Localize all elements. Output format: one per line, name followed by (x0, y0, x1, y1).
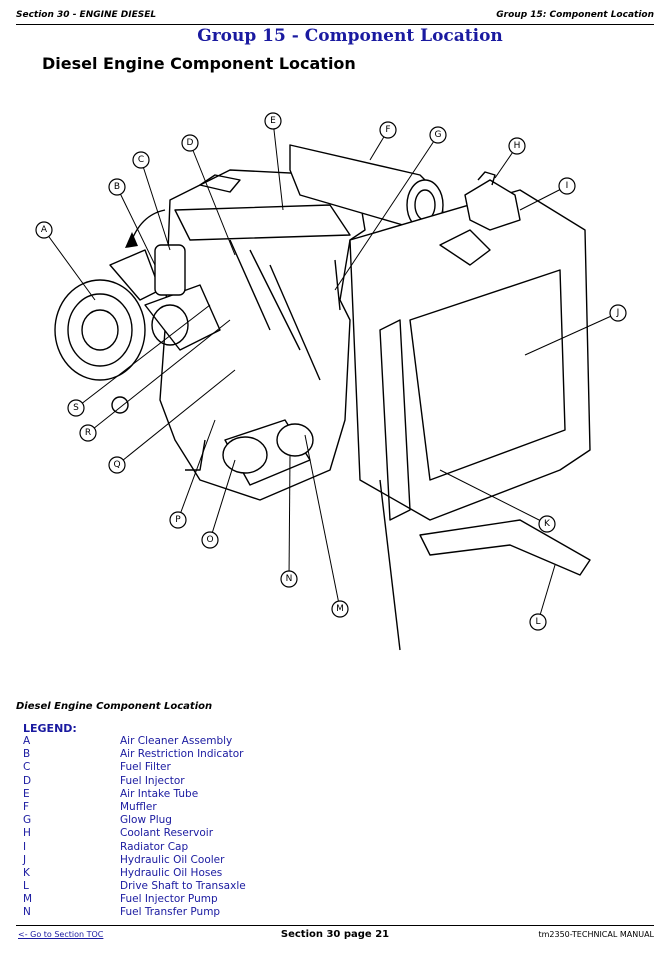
page-header: Section 30 - ENGINE DIESEL Group 15: Com… (16, 8, 654, 25)
callout-b-label: B (114, 182, 120, 192)
legend-item: H Coolant Reservoir (23, 827, 323, 840)
callout-o-label: O (206, 535, 213, 545)
legend-key: C (23, 761, 31, 774)
legend-label: Fuel Injector (120, 774, 185, 787)
callout-d: D (181, 134, 199, 152)
callout-c-label: C (138, 155, 144, 165)
callout-a: A (35, 221, 53, 239)
callout-d-label: D (187, 138, 194, 148)
callout-r: R (79, 424, 97, 442)
callout-n: N (280, 570, 298, 588)
legend-key: B (23, 748, 31, 761)
legend-item: A Air Cleaner Assembly (23, 735, 323, 748)
legend-label: Air Restriction Indicator (120, 748, 244, 761)
callout-l-label: L (535, 617, 540, 627)
legend-key: H (23, 827, 31, 840)
legend-label: Drive Shaft to Transaxle (120, 880, 246, 893)
callout-m: M (331, 600, 349, 618)
legend-label: Muffler (120, 800, 157, 813)
page-title: Diesel Engine Component Location (42, 54, 356, 73)
callout-h-label: H (514, 141, 521, 151)
callout-s-label: S (73, 403, 79, 413)
legend-key: E (23, 787, 30, 800)
legend-label: Air Intake Tube (120, 787, 199, 800)
header-group: Group 15: Component Location (496, 10, 654, 20)
legend-item: D Fuel Injector (23, 775, 323, 788)
legend-item: J Hydraulic Oil Cooler (23, 854, 323, 867)
legend-item: E Air Intake Tube (23, 788, 323, 801)
legend-key: A (23, 735, 31, 747)
legend-label: Hydraulic Oil Hoses (120, 866, 223, 879)
legend-label: Coolant Reservoir (120, 827, 214, 840)
callout-p-label: P (175, 515, 181, 525)
legend-key: J (23, 853, 27, 866)
legend-item: G Glow Plug (23, 814, 323, 827)
legend-title: LEGEND: (23, 722, 77, 735)
legend-item: K Hydraulic Oil Hoses (23, 867, 323, 880)
legend-key: D (23, 774, 32, 787)
legend-key: K (23, 866, 30, 879)
header-section: Section 30 - ENGINE DIESEL (16, 10, 157, 20)
legend-key: N (23, 906, 31, 919)
callout-g-label: G (435, 130, 442, 140)
callout-h: H (508, 137, 526, 155)
callout-e: E (264, 112, 282, 130)
callout-f: F (379, 121, 397, 139)
legend-item: L Drive Shaft to Transaxle (23, 880, 323, 893)
legend-item: B Air Restriction Indicator (23, 748, 323, 761)
group-title: Group 15 - Component Location (197, 26, 503, 46)
legend-label: Hydraulic Oil Cooler (120, 853, 225, 866)
callout-r-label: R (85, 428, 91, 438)
callout-e-label: E (270, 116, 276, 126)
legend-label: Fuel Filter (120, 761, 171, 774)
legend-item: M Fuel Injector Pump (23, 893, 323, 906)
callout-i: I (558, 177, 576, 195)
legend-label: Glow Plug (120, 814, 172, 827)
legend-label: Air Cleaner Assembly (120, 735, 233, 747)
callout-c: C (132, 151, 150, 169)
callout-f-label: F (385, 125, 390, 135)
legend-item: F Muffler (23, 801, 323, 814)
legend-item: N Fuel Transfer Pump (23, 906, 323, 919)
page-number: Section 30 page 21 (280, 929, 390, 940)
manual-name: tm2350-TECHNICAL MANUAL (538, 930, 654, 939)
legend-item: I Radiator Cap (23, 841, 323, 854)
legend-key: I (23, 840, 27, 853)
callout-i-label: I (566, 181, 569, 191)
callout-k-label: K (544, 519, 551, 529)
callout-j-label: J (616, 308, 620, 318)
callout-g: G (429, 126, 447, 144)
callout-q: Q (108, 456, 126, 474)
legend-item: C Fuel Filter (23, 761, 323, 774)
engine-illustration: A B C D E F G H I J K L M N O P Q R S (0, 95, 670, 655)
legend-label: Fuel Injector Pump (120, 893, 218, 906)
callout-a-label: A (41, 225, 48, 235)
legend-key: M (23, 893, 33, 906)
callout-m-label: M (336, 604, 344, 614)
callout-b: B (108, 178, 126, 196)
callout-j: J (609, 304, 627, 322)
legend-label: Radiator Cap (120, 840, 189, 853)
callout-q-label: Q (113, 460, 120, 470)
legend-key: L (23, 880, 29, 893)
page-footer: <- Go to Section TOC Section 30 page 21 … (16, 925, 654, 944)
legend-list: A Air Cleaner Assembly B Air Restriction I… (23, 735, 323, 920)
callout-s: S (67, 399, 85, 417)
callout-n-label: N (286, 574, 293, 584)
engine-drawing (54, 144, 591, 651)
legend-key: F (23, 800, 30, 813)
callout-p: P (169, 511, 187, 529)
callout-k: K (538, 515, 556, 533)
callout-l: L (529, 613, 547, 631)
section-toc-link[interactable]: <- Go to Section TOC (18, 930, 104, 939)
figure-caption: Diesel Engine Component Location (16, 701, 213, 712)
leader-lines (43, 120, 619, 623)
callout-o: O (201, 531, 219, 549)
legend-key: G (23, 814, 32, 827)
legend-label: Fuel Transfer Pump (120, 906, 221, 919)
